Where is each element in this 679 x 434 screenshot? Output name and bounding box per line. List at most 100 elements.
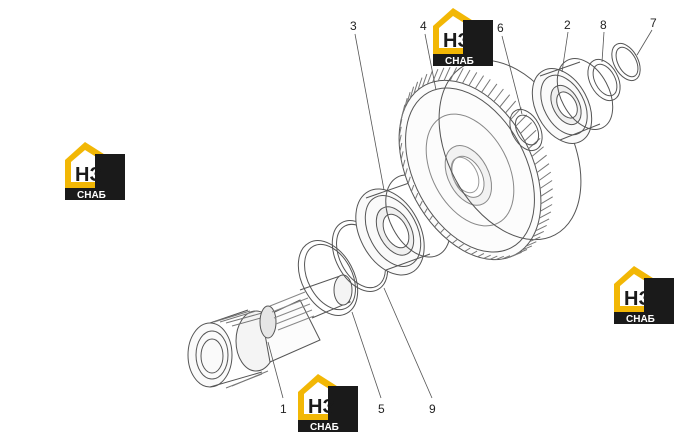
gear-tooth <box>522 246 532 250</box>
leader-4 <box>424 33 437 91</box>
gear-tooth <box>484 255 491 258</box>
gear-tooth <box>399 127 401 136</box>
watermark-logo-left: НЗ СНАБ <box>65 142 125 201</box>
gear-tooth <box>435 223 439 227</box>
gear-tooth <box>410 87 413 99</box>
gear-tooth <box>401 151 403 159</box>
gear-tooth <box>478 254 484 257</box>
gear-tooth <box>418 78 422 90</box>
callout-5: 5 <box>378 402 385 416</box>
gear-tooth <box>424 209 427 214</box>
logo-mark: НЗ <box>75 164 102 186</box>
gear-tooth <box>446 235 450 239</box>
logo-word: СНАБ <box>445 56 474 67</box>
gear-tooth <box>469 72 477 85</box>
gear-tooth <box>532 147 544 157</box>
gear-tooth <box>496 256 504 259</box>
gear-tooth <box>516 115 527 126</box>
gear-tooth <box>405 168 407 175</box>
callout-6: 6 <box>497 21 504 35</box>
gear-tooth <box>482 79 491 92</box>
callout-labels: 3 4 6 2 8 7 1 5 9 <box>280 16 657 416</box>
logo-mark: НЗ <box>443 30 470 52</box>
logo-word: СНАБ <box>310 422 339 433</box>
part-7-snap-ring <box>606 39 646 86</box>
gear-tooth <box>537 164 549 173</box>
gear-tooth <box>415 193 418 199</box>
gear-tooth <box>420 201 423 207</box>
gear-tooth <box>488 84 497 97</box>
callout-4: 4 <box>420 19 427 33</box>
gear-tooth <box>465 248 471 251</box>
gear-tooth <box>494 89 504 102</box>
leader-7 <box>636 29 653 56</box>
part-4-gear <box>370 36 610 284</box>
leader-lines <box>267 29 653 399</box>
callout-8: 8 <box>600 18 607 32</box>
watermark-logo-bottom: НЗ СНАБ <box>298 374 358 433</box>
leader-6 <box>501 35 523 115</box>
gear-tooth <box>399 135 401 144</box>
logo-mark: НЗ <box>308 396 335 418</box>
gear-tooth <box>404 98 407 109</box>
logo-mark: НЗ <box>624 288 651 310</box>
leader-1 <box>267 341 284 399</box>
gear-tooth <box>403 160 405 168</box>
gear-tooth <box>541 189 553 197</box>
gear-tooth <box>456 68 463 81</box>
part-8-washer <box>581 54 626 106</box>
gear-tooth <box>541 197 553 204</box>
part-2-bearing <box>520 49 624 153</box>
watermark-logo-top: НЗ СНАБ <box>433 8 493 67</box>
leader-9 <box>383 287 433 399</box>
leader-2 <box>561 31 569 73</box>
gear-tooth <box>433 69 438 82</box>
gear-tooth <box>400 119 402 129</box>
gear-tooth <box>408 177 410 184</box>
gear-tooth <box>423 74 427 87</box>
gear-tooth <box>440 229 444 233</box>
gear-tooth <box>539 212 551 218</box>
callout-3: 3 <box>350 19 357 33</box>
gear-tooth <box>525 130 536 141</box>
gear-tooth <box>429 216 432 221</box>
gear-tooth <box>471 251 477 254</box>
gear-tooth <box>444 67 450 80</box>
callout-7: 7 <box>650 16 657 30</box>
leader-5 <box>351 311 382 399</box>
gear-tooth <box>502 256 510 259</box>
gear-tooth <box>414 82 418 94</box>
part-1-shaft <box>188 275 352 388</box>
logo-word: СНАБ <box>626 314 655 325</box>
gear-tooth <box>518 250 528 254</box>
gear-tooth <box>411 185 413 191</box>
gear-tooth <box>500 95 510 107</box>
gear-tooth <box>530 237 541 242</box>
gear-tooth <box>407 92 410 103</box>
gear-tooth <box>458 244 463 248</box>
logo-word: СНАБ <box>77 190 106 201</box>
gear-tooth <box>526 242 536 247</box>
callout-9: 9 <box>429 402 436 416</box>
gear-tooth <box>438 68 444 81</box>
gear-tooth <box>427 71 432 84</box>
gear-tooth <box>490 256 497 259</box>
callout-1: 1 <box>280 402 287 416</box>
part-5-ring <box>286 230 369 325</box>
gear-tooth <box>533 231 544 236</box>
part-6-ring <box>503 104 548 156</box>
gear-tooth <box>463 70 471 83</box>
gear-tooth <box>540 181 552 189</box>
leader-8 <box>601 31 605 63</box>
callout-2: 2 <box>564 18 571 32</box>
gear-tooth <box>452 240 457 244</box>
gear-tooth <box>536 225 547 230</box>
gear-tooth <box>450 67 457 80</box>
gear-tooth <box>505 101 515 113</box>
leader-3 <box>354 33 385 191</box>
gear-tooth <box>540 205 552 212</box>
gear-tooth <box>475 76 483 89</box>
gear-tooth <box>402 105 405 116</box>
